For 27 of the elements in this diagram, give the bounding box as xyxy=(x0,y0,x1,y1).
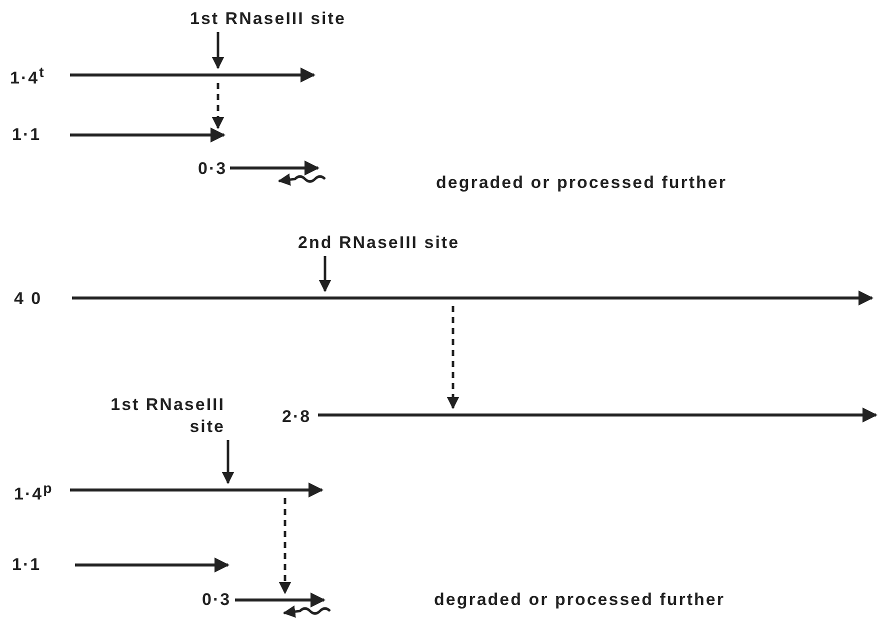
arrow xyxy=(212,32,224,70)
transcript-size-label: 1·4$^{p}$ xyxy=(14,480,54,506)
transcript-size-label: 1·1 xyxy=(12,124,42,146)
arrow xyxy=(318,256,332,292)
rna-strand-arrow xyxy=(70,69,318,81)
fate-note: degraded or processed further xyxy=(434,589,726,611)
rna-strand-arrow xyxy=(230,162,322,174)
transcript-size-label: 2·8 xyxy=(282,406,312,428)
rna-strand-arrow xyxy=(75,559,232,571)
transcript-size-label: 1·1 xyxy=(12,554,42,576)
arrow xyxy=(222,440,234,484)
rna-strand-arrow xyxy=(72,292,876,304)
transcript-size-label: 0·3 xyxy=(202,589,232,611)
dashed-arrow xyxy=(212,83,224,130)
fate-note: degraded or processed further xyxy=(436,172,728,194)
transcript-size-label: 4 0 xyxy=(14,288,42,310)
rna-strand-arrow xyxy=(318,409,880,421)
cleavage-site-label: 1st RNaseIII site xyxy=(110,394,225,438)
transcript-size-label: 1·4$^{t}$ xyxy=(10,64,46,90)
rna-strand-arrow xyxy=(70,484,326,496)
dashed-arrow xyxy=(446,306,460,410)
cleavage-site-label: 1st RNaseIII site xyxy=(190,8,347,30)
rna-strand-arrow xyxy=(70,129,228,141)
cleavage-site-label: 2nd RNaseIII site xyxy=(298,232,461,254)
rna-strand-arrow xyxy=(235,594,328,606)
dashed-arrow xyxy=(278,498,292,594)
transcript-size-label: 0·3 xyxy=(198,158,228,180)
